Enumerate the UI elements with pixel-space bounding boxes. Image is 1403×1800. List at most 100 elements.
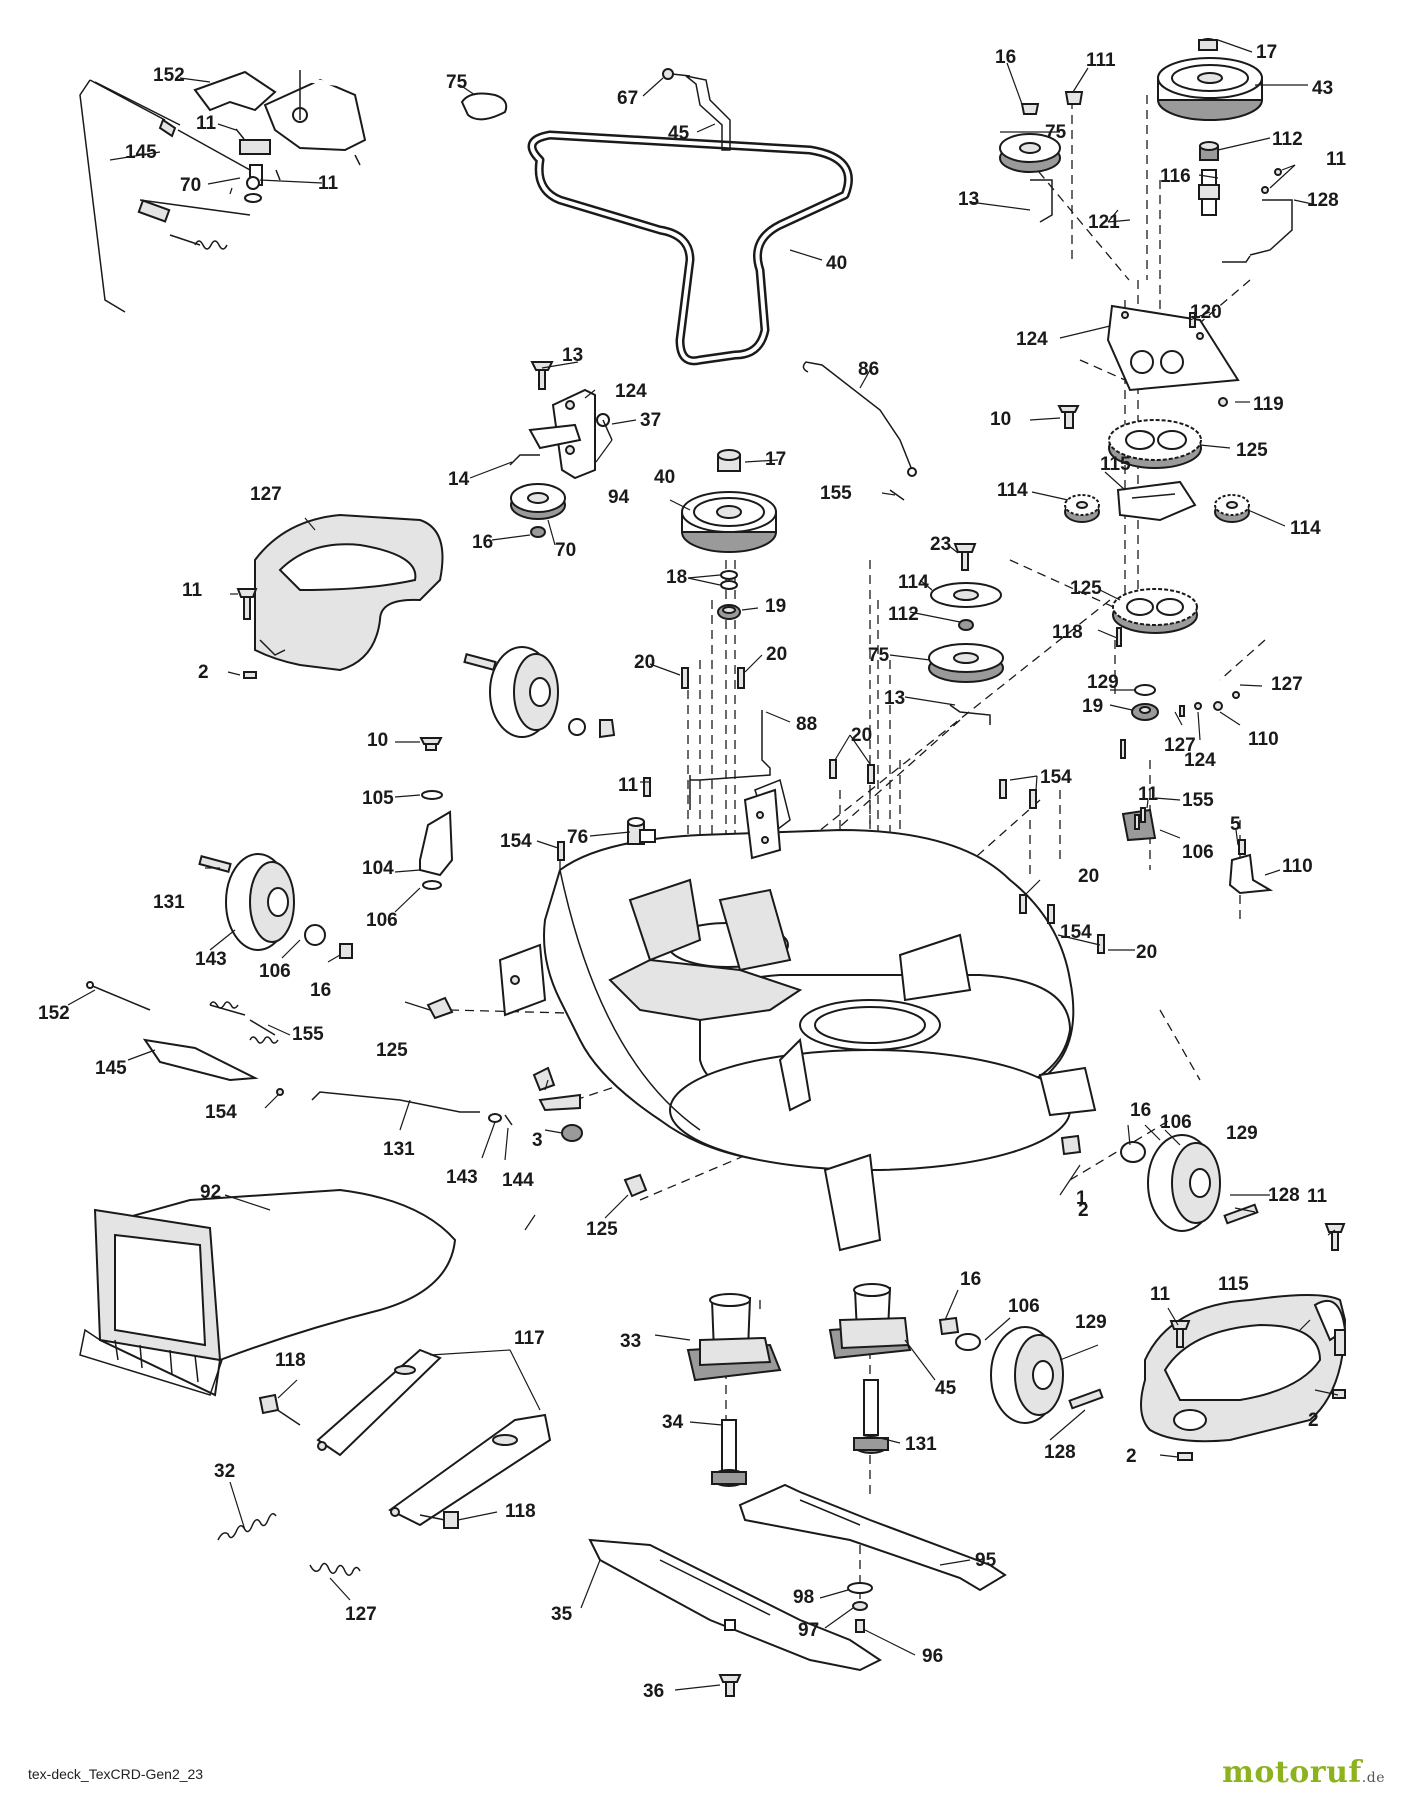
idler-bracket-125 (509, 361, 613, 538)
lift-linkage-group (79, 70, 508, 313)
callout-label: 2 (1308, 1410, 1319, 1431)
callout-label: 20 (1078, 866, 1099, 887)
callout-label: 5 (1230, 814, 1241, 835)
blade-hardware (718, 1582, 873, 1697)
callout-label: 131 (905, 1434, 937, 1455)
callout-label: 114 (997, 480, 1028, 501)
callout-label: 115 (1218, 1274, 1249, 1295)
callout-label: 116 (1160, 166, 1191, 187)
callout-label: 106 (1160, 1112, 1192, 1133)
callout-label: 95 (975, 1550, 997, 1571)
callout-label: 154 (1040, 767, 1072, 788)
callout-label: 11 (1307, 1186, 1328, 1207)
callout-label: 32 (214, 1461, 235, 1482)
callout-label: 155 (292, 1024, 324, 1045)
misc-bolts (557, 667, 1126, 954)
callout-label: 35 (551, 1604, 573, 1625)
callout-label: 16 (472, 532, 493, 553)
callout-label: 3 (532, 1130, 543, 1151)
callout-label: 127 (1271, 674, 1303, 695)
callout-label: 118 (275, 1350, 306, 1371)
callout-label: 19 (765, 596, 786, 617)
callout-label: 18 (666, 567, 687, 588)
callout-label: 125 (1070, 578, 1102, 599)
bushings-98-3 (426, 996, 648, 1198)
callout-label: 17 (1256, 42, 1277, 63)
callout-label: 127 (345, 1604, 377, 1625)
chute-brackets-99 (258, 1348, 552, 1529)
deck-stabilizer-group (86, 981, 284, 1096)
callout-label: 125 (586, 1219, 618, 1240)
callout-label: 117 (514, 1328, 545, 1349)
callout-label: 127 (250, 484, 282, 505)
callout-label: 11 (182, 580, 203, 601)
callout-label: 16 (995, 47, 1016, 68)
belt-guide-40 (662, 68, 731, 151)
rod-84 (689, 710, 771, 810)
discharge-chute-72 (79, 1188, 457, 1397)
figure-id: tex-deck_TexCRD-Gen2_23 (28, 1766, 204, 1782)
callout-label: 110 (1282, 856, 1313, 877)
callout-label: 96 (922, 1646, 943, 1667)
callout-label: 129 (1226, 1123, 1258, 1144)
callout-label: 128 (1044, 1442, 1076, 1463)
callout-label: 118 (505, 1501, 536, 1522)
callout-label: 70 (180, 175, 201, 196)
callout-label: 75 (1045, 122, 1067, 143)
callout-label: 36 (643, 1681, 664, 1702)
callout-label: 124 (615, 381, 647, 402)
callout-label: 152 (38, 1003, 70, 1024)
wheel-128-upper-left (463, 646, 616, 739)
callout-label: 16 (310, 980, 331, 1001)
callout-label: 13 (884, 688, 905, 709)
top-right-idler (999, 91, 1084, 223)
pulley-shield-105 (236, 513, 444, 679)
callout-label: 16 (960, 1269, 981, 1290)
callout-label: 104 (362, 858, 394, 879)
callout-label: 124 (1184, 750, 1216, 771)
callout-label: 45 (935, 1378, 957, 1399)
wheel-128-right (1060, 1134, 1259, 1232)
callout-label: 152 (153, 65, 185, 86)
small-gear-110-left (1064, 494, 1100, 523)
spindle-housing-33 (686, 1293, 782, 1487)
callout-label: 34 (662, 1412, 684, 1433)
callout-label: 37 (640, 410, 661, 431)
callout-label: 154 (500, 831, 532, 852)
callout-label: 115 (1100, 454, 1131, 475)
callout-label: 75 (446, 72, 468, 93)
blade-85 (738, 1483, 1007, 1592)
callout-label: 2 (1126, 1446, 1137, 1467)
callout-label: 13 (562, 345, 583, 366)
callout-label: 145 (125, 142, 157, 163)
callout-label: 23 (930, 534, 951, 555)
wheel-bracket-89 (419, 737, 454, 890)
callout-label: 20 (1136, 942, 1157, 963)
callout-label: 120 (1190, 302, 1222, 323)
callout-label: 125 (376, 1040, 408, 1061)
callout-label: 86 (858, 359, 879, 380)
deck-belt (527, 130, 853, 366)
spring-rod-92 (802, 361, 917, 501)
callout-label: 131 (153, 892, 185, 913)
wheel-128-lower (938, 1316, 1104, 1424)
callout-label: 11 (618, 775, 639, 796)
small-gear-110-right (1214, 494, 1250, 523)
callout-label: 40 (826, 253, 847, 274)
callout-label: 143 (195, 949, 227, 970)
callout-label: 128 (1307, 190, 1339, 211)
gearbox-pulley-stack (1157, 38, 1293, 263)
leader-lines (67, 39, 1339, 1691)
callout-label: 145 (95, 1058, 127, 1079)
watermark-logo: motoruf.de (1222, 1755, 1385, 1790)
spindle-housing-45 (828, 1283, 912, 1454)
callout-label: 129 (1087, 672, 1119, 693)
callout-label: 11 (1138, 784, 1159, 805)
callout-label: 127 (1164, 735, 1196, 756)
callout-label: 20 (766, 644, 787, 665)
callout-label: 19 (1082, 696, 1103, 717)
callout-label: 119 (1253, 394, 1284, 415)
callout-label: 10 (990, 409, 1011, 430)
